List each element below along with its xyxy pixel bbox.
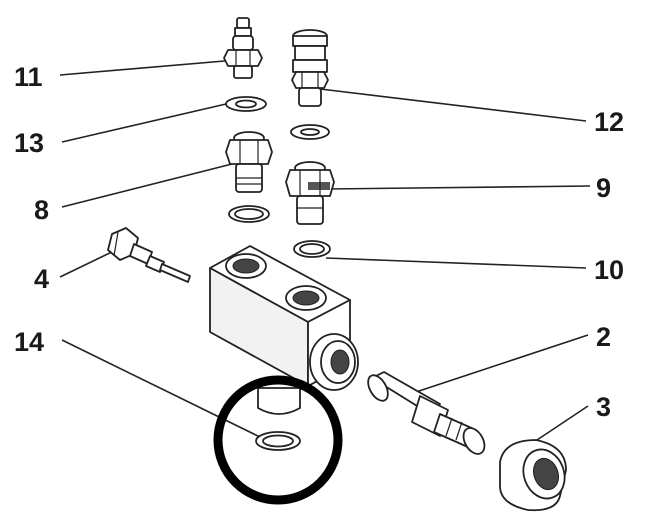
callout-9: 9 (596, 173, 611, 203)
part-3-cap (499, 439, 567, 512)
callout-12: 12 (594, 107, 624, 137)
callout-10: 10 (594, 255, 624, 285)
leader-lines (59, 59, 591, 443)
leader-10 (325, 257, 587, 269)
part-9-hex-adapter (285, 161, 335, 225)
part-8-hex-adapter (225, 131, 273, 193)
leader-2 (415, 334, 589, 393)
valve-block (209, 245, 359, 415)
leader-4 (59, 248, 119, 278)
callout-14: 14 (14, 327, 44, 357)
part-14-o-ring (255, 431, 301, 451)
part-11-fitting (223, 17, 263, 79)
leader-9 (325, 185, 591, 190)
callout-4: 4 (34, 264, 49, 294)
callout-2: 2 (596, 322, 611, 352)
part-2-cartridge (367, 371, 486, 455)
leader-14 (61, 339, 263, 439)
callout-8: 8 (34, 195, 49, 225)
part-4-needle-valve (107, 227, 191, 283)
part-13-washer (225, 96, 267, 112)
highlight-circle (213, 375, 343, 505)
callout-13: 13 (14, 128, 44, 158)
part-12-fitting (291, 29, 329, 107)
leader-8 (61, 163, 233, 208)
washer-right (290, 124, 330, 140)
o-ring-left (228, 205, 270, 223)
part-10-o-ring (293, 240, 331, 258)
callout-11: 11 (14, 62, 43, 92)
leader-3 (533, 405, 589, 443)
leader-13 (61, 103, 227, 143)
callout-3: 3 (596, 392, 611, 422)
leader-11 (59, 59, 237, 76)
leader-12 (311, 87, 587, 122)
